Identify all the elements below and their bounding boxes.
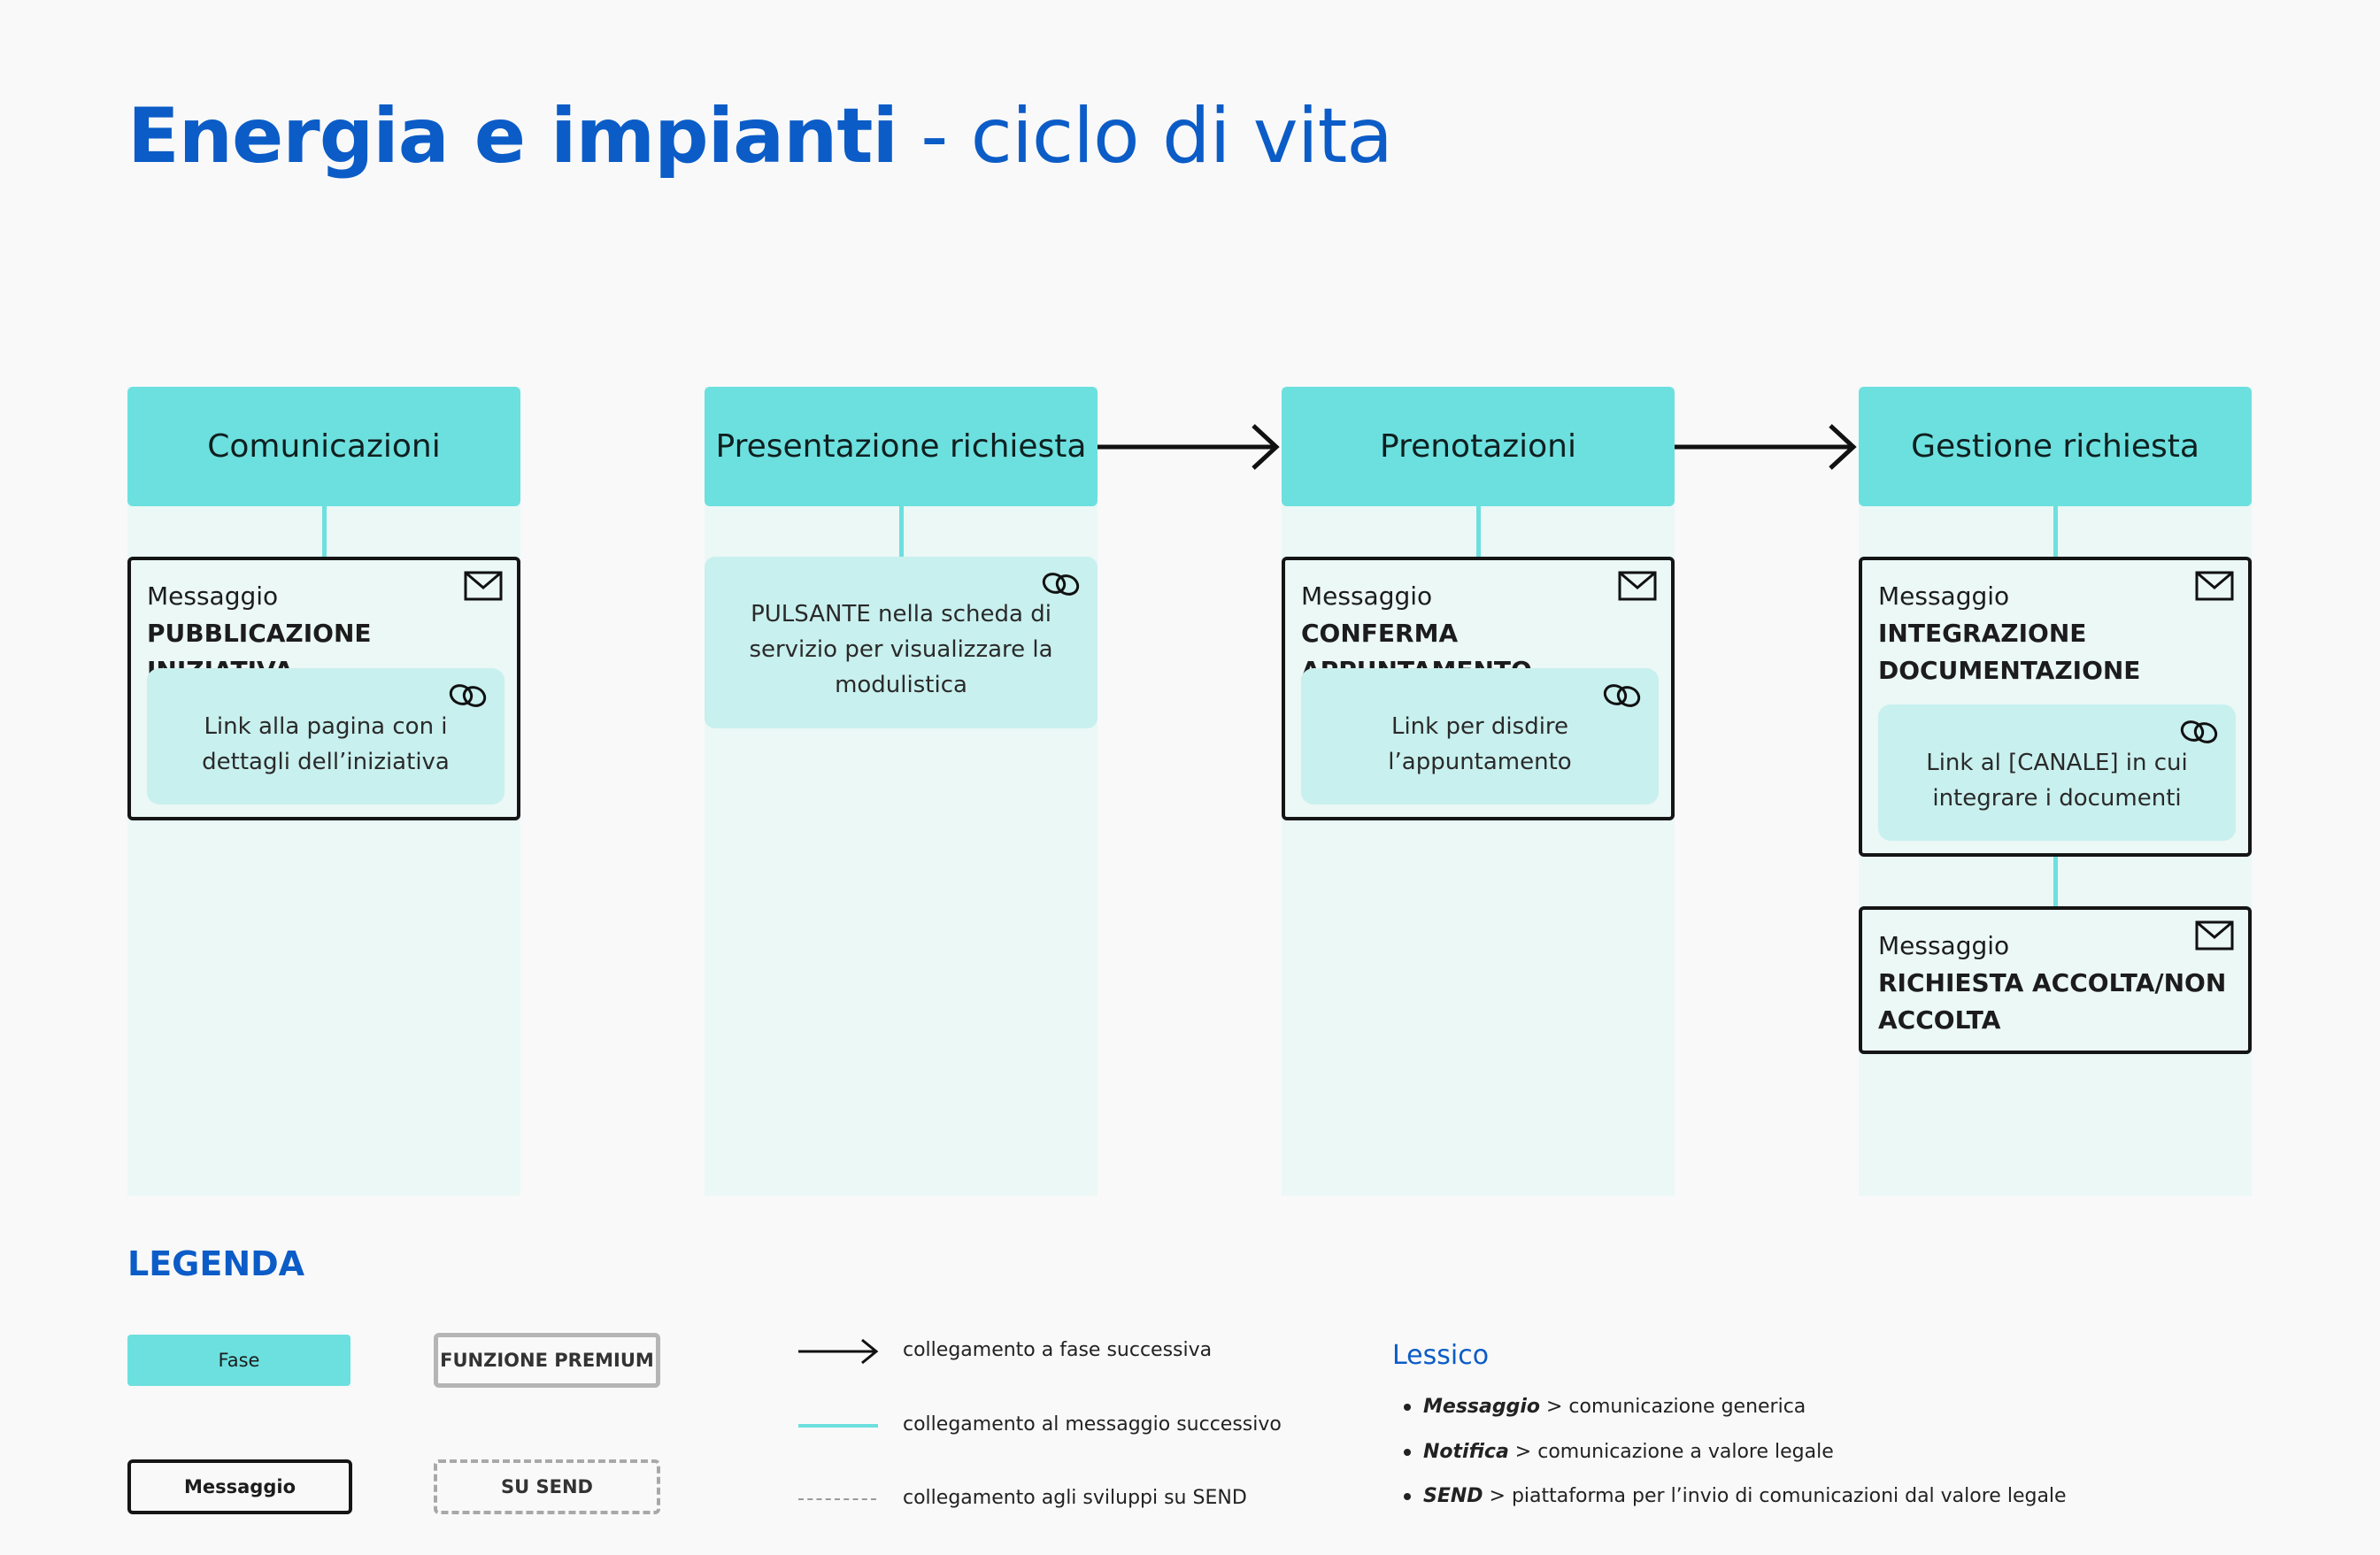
legend-messaggio: Messaggio [127,1459,352,1514]
link-box: Link al [CANALE] in cui integrare i docum… [1878,704,2236,841]
phase-prenotazioni: Prenotazioni [1282,387,1675,506]
lessico-item: Notifica > comunicazione a valore legale [1404,1441,1834,1463]
message-title: INTEGRAZIONE DOCUMENTAZIONE [1878,615,2232,689]
card-text-line: modulistica [835,672,967,698]
lessico-desc: comunicazione generica [1568,1396,1806,1418]
legend-fase: Fase [127,1335,350,1386]
page-title-rest: - ciclo di vita [897,92,1393,181]
link-text-line: l’appuntamento [1388,749,1572,775]
lessico-desc: comunicazione a valore legale [1537,1441,1834,1463]
message-label: Messaggio [1301,581,1433,611]
phase-label: Comunicazioni [207,428,441,465]
lessico-item: Messaggio > comunicazione generica [1404,1396,1806,1418]
page-title-bold: Energia e impianti [127,92,898,181]
message-label: Messaggio [147,581,279,611]
message-card-appuntamento: Messaggio CONFERMA APPUNTAMENTO Link per… [1282,557,1675,820]
lessico-sep: > [1508,1441,1538,1463]
phase-label: Gestione richiesta [1911,428,2199,465]
link-text-line: Link per disdire [1390,713,1569,740]
arrow-right-icon [1675,424,1857,470]
mail-icon [464,571,503,601]
link-text-line: Link alla pagina con i [204,713,448,740]
link-chain-icon [449,684,487,707]
page-title: Energia e impianti - ciclo di vita [127,85,1393,188]
lessico-desc: piattaforma per l’invio di comunicazioni… [1511,1485,2067,1507]
legend-arrow-desc: collegamento a fase successiva [903,1339,1213,1361]
phase-gestione-richiesta: Gestione richiesta [1859,387,2252,506]
lessico-item: SEND > piattaforma per l’invio di comuni… [1404,1485,2067,1507]
message-title-line: INTEGRAZIONE [1878,619,2087,648]
link-text-line: Link al [CANALE] in cui [1926,750,2188,776]
lessico-title: Lessico [1392,1340,1490,1371]
mail-icon [1618,571,1657,601]
link-chain-icon [1603,684,1641,707]
message-label: Messaggio [1878,581,2010,611]
link-chain-icon [1042,573,1080,596]
connector-line [1476,506,1481,557]
button-feature-card: PULSANTE nella scheda di servizio per vis… [705,557,1098,728]
message-card-pubblicazione: Messaggio PUBBLICAZIONE INIZIATIVA Link … [127,557,520,820]
message-title-line: RICHIESTA ACCOLTA/NON [1878,968,2227,997]
phase-comunicazioni: Comunicazioni [127,387,520,506]
legend-title: LEGENDA [127,1244,305,1283]
mail-icon [2195,920,2234,951]
link-text-line: integrare i documenti [1932,785,2182,812]
phase-presentazione-richiesta: Presentazione richiesta [705,387,1098,506]
connector-line [322,506,327,557]
lessico-term: Messaggio [1423,1396,1540,1418]
phase-label: Presentazione richiesta [715,428,1087,465]
link-text-line: dettagli dell’iniziativa [202,749,450,775]
lessico-sep: > [1540,1396,1569,1418]
lessico-term: Notifica [1423,1441,1509,1463]
message-card-integrazione: Messaggio INTEGRAZIONE DOCUMENTAZIONE Lin… [1859,557,2252,857]
lessico-term: SEND [1423,1485,1483,1507]
message-title: RICHIESTA ACCOLTA/NON ACCOLTA [1878,965,2232,1039]
phase-label: Prenotazioni [1380,428,1576,465]
legend-line-desc: collegamento al messaggio successivo [903,1413,1282,1436]
legend-dashed-icon [798,1498,876,1500]
connector-line [2053,857,2058,906]
link-box: Link per disdire l’appuntamento [1301,668,1659,804]
connector-line [2053,506,2058,557]
connector-line [899,506,904,557]
message-label: Messaggio [1878,931,2010,960]
card-text-line: PULSANTE nella scheda di [751,601,1051,627]
link-chain-icon [2180,720,2218,743]
arrow-right-icon [1098,424,1280,470]
message-title-line: ACCOLTA [1878,1005,2001,1035]
mail-icon [2195,571,2234,601]
legend-arrow-icon [798,1338,879,1365]
link-box: Link alla pagina con i dettagli dell’iniz… [147,668,504,804]
message-card-richiesta-accolta: Messaggio RICHIESTA ACCOLTA/NON ACCOLTA [1859,906,2252,1054]
legend-su-send: SU SEND [434,1459,660,1514]
legend-funzione-premium: FUNZIONE PREMIUM [434,1333,660,1388]
lessico-sep: > [1483,1485,1512,1507]
legend-line-icon [798,1424,878,1428]
card-text-line: servizio per visualizzare la [749,636,1053,663]
legend-dashed-desc: collegamento agli sviluppi su SEND [903,1487,1247,1509]
message-title-line: DOCUMENTAZIONE [1878,656,2141,685]
